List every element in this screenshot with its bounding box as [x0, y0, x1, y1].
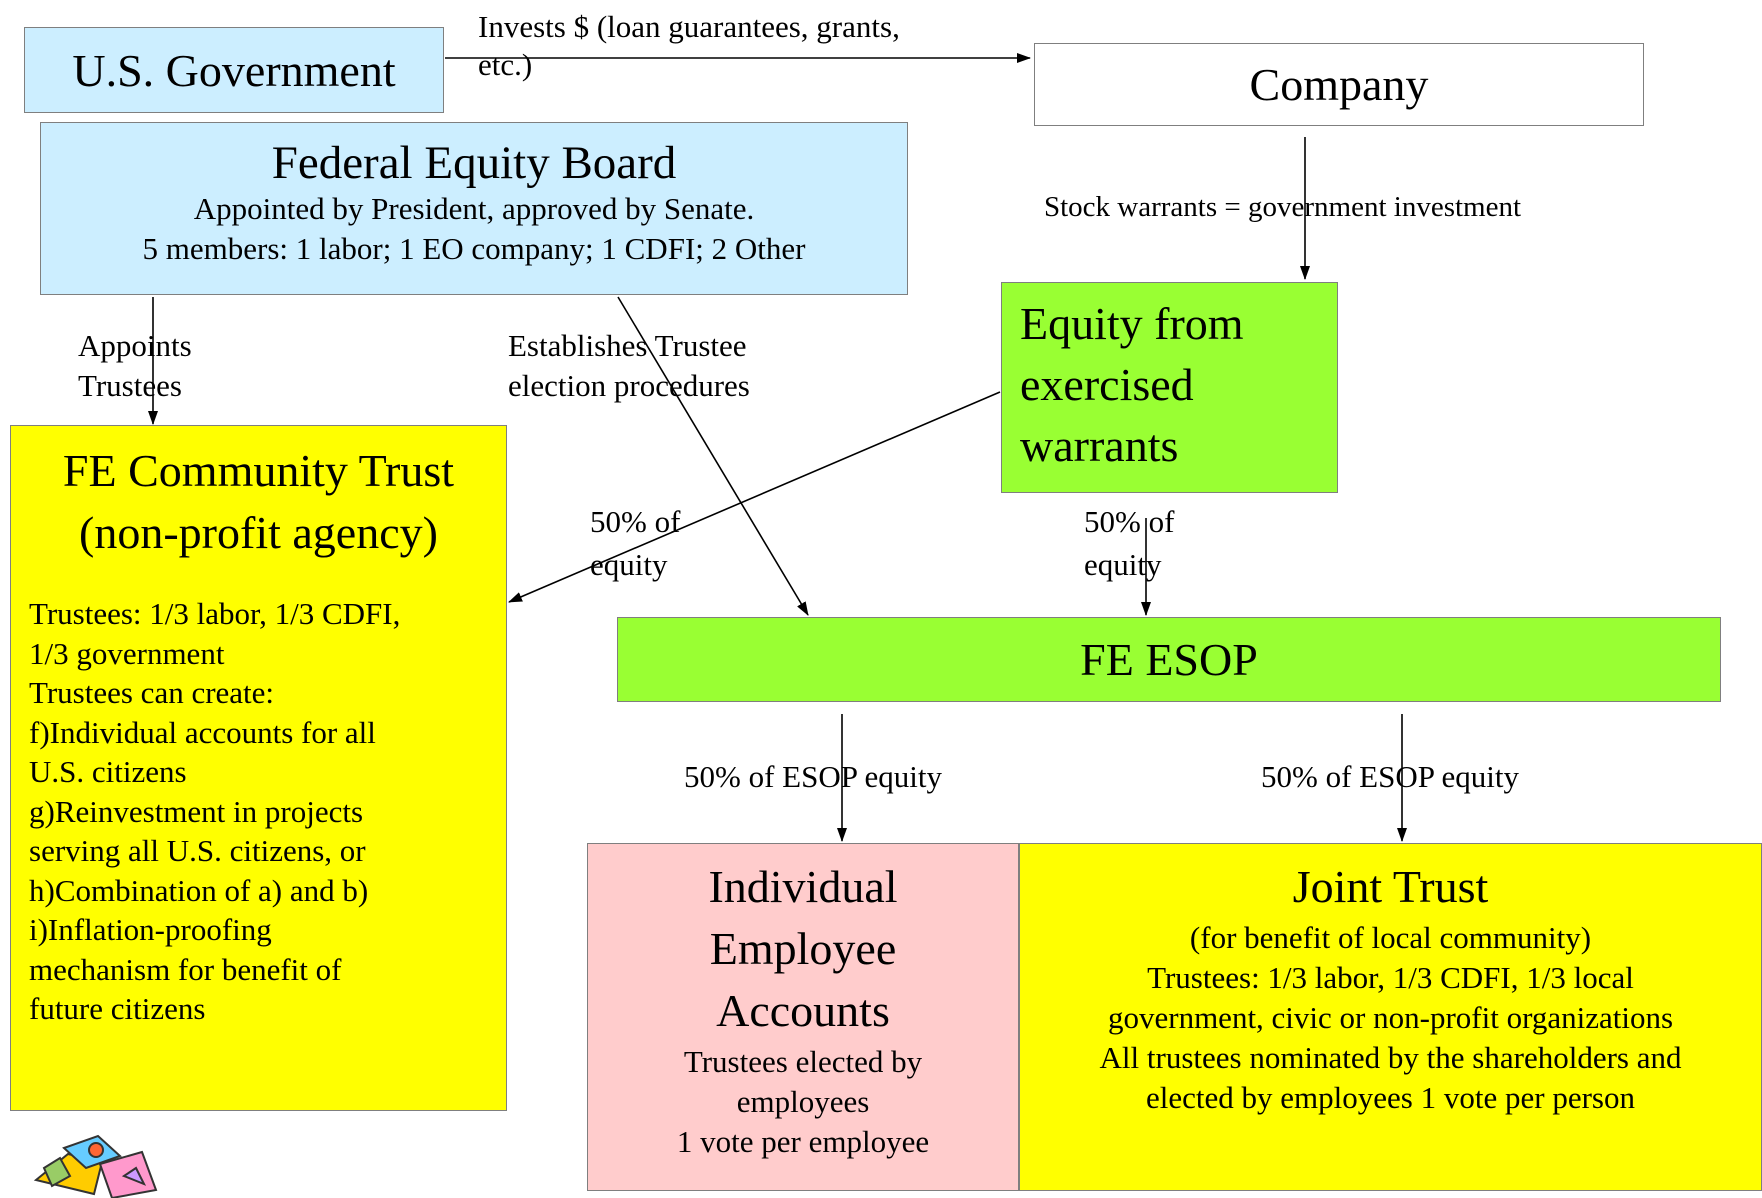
invests-line-2: etc.) [478, 47, 533, 82]
fifty-percent-right-label: 50% of equity [1084, 500, 1174, 586]
us-government-label: U.S. Government [72, 44, 396, 96]
federal-equity-board-box: Federal Equity Board Appointed by Presid… [40, 122, 908, 295]
appoints-trustees-label: Appoints Trustees [78, 326, 192, 406]
fifty-right-line-1: 50% of [1084, 504, 1175, 539]
joint-trust-title: Joint Trust [1292, 861, 1489, 912]
individual-title-2: Employee [709, 923, 897, 974]
individual-title-1: Individual [708, 861, 898, 912]
individual-line-2: employees [736, 1084, 870, 1119]
arrow-board-to-esop [617, 296, 809, 616]
appoints-line-2: Trustees [78, 368, 182, 403]
board-title: Federal Equity Board [271, 137, 677, 189]
fifty-left-line-2: equity [590, 547, 668, 582]
individual-title-3: Accounts [716, 985, 890, 1036]
community-trust-details: Trustees: 1/3 labor, 1/3 CDFI, 1/3 gover… [11, 594, 400, 1029]
fifty-left-line-1: 50% of [590, 504, 681, 539]
board-line-1: Appointed by President, approved by Sena… [193, 191, 755, 226]
community-title-2: (non-profit agency) [79, 507, 438, 558]
joint-line-3: government, civic or non-profit organiza… [1107, 1000, 1674, 1035]
fe-esop-box: FE ESOP [617, 617, 1721, 702]
arrow-equity-to-community [508, 391, 1001, 603]
individual-line-1: Trustees elected by [683, 1044, 923, 1079]
community-line: Trustees: 1/3 labor, 1/3 CDFI, [29, 596, 401, 631]
individual-employee-accounts-box: Individual Employee Accounts Trustees el… [587, 843, 1019, 1191]
community-line: f)Individual accounts for all [29, 714, 376, 750]
board-line-2: 5 members: 1 labor; 1 EO company; 1 CDFI… [142, 231, 806, 266]
equity-line-3: warrants [1020, 420, 1179, 471]
joint-line-4: All trustees nominated by the shareholde… [1099, 1040, 1682, 1075]
individual-line-3: 1 vote per employee [676, 1124, 930, 1159]
community-title-1: FE Community Trust [62, 445, 455, 496]
community-line: i)Inflation-proofing [29, 912, 272, 947]
invests-label: Invests $ (loan guarantees, grants, etc.… [478, 8, 900, 84]
stock-warrants-label: Stock warrants = government investment [1044, 191, 1522, 223]
community-line: future citizens [29, 991, 206, 1026]
company-box: Company [1034, 43, 1644, 126]
clipart-icon [33, 1134, 158, 1198]
fifty-right-line-2: equity [1084, 547, 1162, 582]
community-line: Trustees can create: [29, 675, 275, 710]
joint-line-5: elected by employees 1 vote per person [1146, 1080, 1635, 1115]
joint-line-2: Trustees: 1/3 labor, 1/3 CDFI, 1/3 local [1147, 960, 1634, 995]
equity-line-2: exercised [1020, 359, 1194, 410]
community-line: U.S. citizens [29, 754, 187, 789]
esop-left-label: 50% of ESOP equity [684, 759, 943, 794]
appoints-line-1: Appoints [78, 328, 192, 363]
community-line: h)Combination of a) and b) [29, 872, 369, 908]
us-government-box: U.S. Government [24, 27, 444, 113]
joint-trust-box: Joint Trust (for benefit of local commun… [1019, 843, 1762, 1191]
equity-line-1: Equity from [1020, 298, 1244, 349]
company-label: Company [1249, 59, 1429, 110]
fe-community-trust-box: FE Community Trust (non-profit agency) T… [10, 425, 507, 1111]
community-line: mechanism for benefit of [29, 951, 342, 987]
establishes-line-1: Establishes Trustee [508, 328, 747, 363]
community-line: 1/3 government [29, 635, 225, 671]
esop-right-label: 50% of ESOP equity [1261, 759, 1520, 794]
establishes-line-2: election procedures [508, 368, 750, 403]
community-line: g)Reinvestment in projects [29, 793, 364, 829]
community-line: serving all U.S. citizens, or [29, 833, 366, 868]
joint-line-1: (for benefit of local community) [1189, 920, 1592, 955]
invests-line-1: Invests $ (loan guarantees, grants, [478, 9, 900, 44]
establishes-label: Establishes Trustee election procedures [508, 326, 750, 406]
fe-esop-label: FE ESOP [1080, 634, 1258, 685]
fifty-percent-left-label: 50% of equity [590, 500, 680, 586]
equity-from-warrants-box: Equity from exercised warrants [1001, 282, 1338, 493]
